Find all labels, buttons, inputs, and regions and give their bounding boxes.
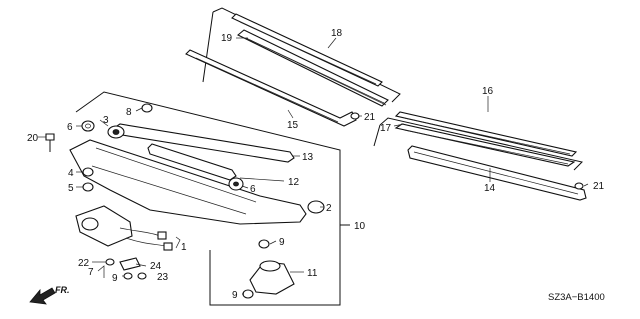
- upper-wiper-arm-15: [185, 49, 357, 127]
- nut-9-lower: [242, 289, 254, 299]
- nut-21-lower: [574, 182, 584, 190]
- callout-11: 11: [307, 268, 318, 279]
- callout-9b: 9: [112, 273, 118, 284]
- callout-9a: 9: [279, 237, 285, 248]
- right-blade-group-frame: [373, 117, 583, 171]
- motor-harness-1: [119, 227, 173, 251]
- nut-8: [141, 103, 153, 113]
- callout-22: 22: [78, 258, 90, 269]
- front-direction-arrow: FR.: [29, 285, 70, 305]
- upper-blade-rubber-19: [236, 29, 389, 107]
- grommet-6-left: [81, 120, 95, 132]
- callout-4: 4: [68, 168, 74, 179]
- upper-wiper-blade-18: [231, 13, 383, 87]
- callout-21a: 21: [364, 112, 376, 123]
- callout-3: 3: [103, 115, 109, 126]
- callout-labels: 1 2 3 4 5 6 6 7 8 9 9 9 10 11 12 13 14 1…: [27, 28, 605, 301]
- pivot-cap-11: [249, 260, 295, 295]
- leader-lines: [38, 37, 589, 295]
- grommet-3: [107, 125, 125, 139]
- callout-16: 16: [482, 86, 494, 97]
- callout-17: 17: [380, 123, 392, 134]
- callout-24: 24: [150, 261, 162, 272]
- wiper-motor: [75, 205, 133, 247]
- bracket-parts-7: [105, 257, 147, 280]
- link-assembly-frame: [75, 91, 350, 306]
- callout-18: 18: [331, 28, 343, 39]
- link-rod-12: [147, 143, 237, 181]
- callout-14: 14: [484, 183, 496, 194]
- callout-7: 7: [88, 267, 94, 278]
- callout-8: 8: [126, 107, 132, 118]
- grommet-6-right: [228, 177, 244, 191]
- callout-19: 19: [221, 33, 233, 44]
- nut-4: [82, 167, 94, 177]
- callout-6a: 6: [67, 122, 73, 133]
- right-wiper-blade-16: [394, 111, 578, 157]
- washer-5: [82, 182, 94, 192]
- nut-21-upper: [350, 112, 360, 120]
- callout-23: 23: [157, 272, 169, 283]
- upper-blade-group-frame: [202, 7, 401, 103]
- wiper-linkage-plate: [69, 139, 307, 225]
- callout-21b: 21: [593, 181, 605, 192]
- callout-1: 1: [181, 242, 187, 253]
- callout-6b: 6: [250, 184, 256, 195]
- right-blade-rubber-17: [394, 123, 576, 167]
- nut-9-upper: [258, 239, 270, 249]
- diagram-code: SZ3A−B1400: [548, 292, 605, 303]
- callout-20: 20: [27, 133, 39, 144]
- callout-2: 2: [326, 203, 332, 214]
- callout-10: 10: [354, 221, 366, 232]
- callout-13: 13: [302, 152, 314, 163]
- callout-12: 12: [288, 177, 300, 188]
- right-wiper-arm-14: [407, 145, 587, 201]
- callout-5: 5: [68, 183, 74, 194]
- bolt-20: [45, 133, 55, 152]
- callout-9c: 9: [232, 290, 238, 301]
- front-direction-label: FR.: [55, 285, 70, 295]
- callout-15: 15: [287, 120, 299, 131]
